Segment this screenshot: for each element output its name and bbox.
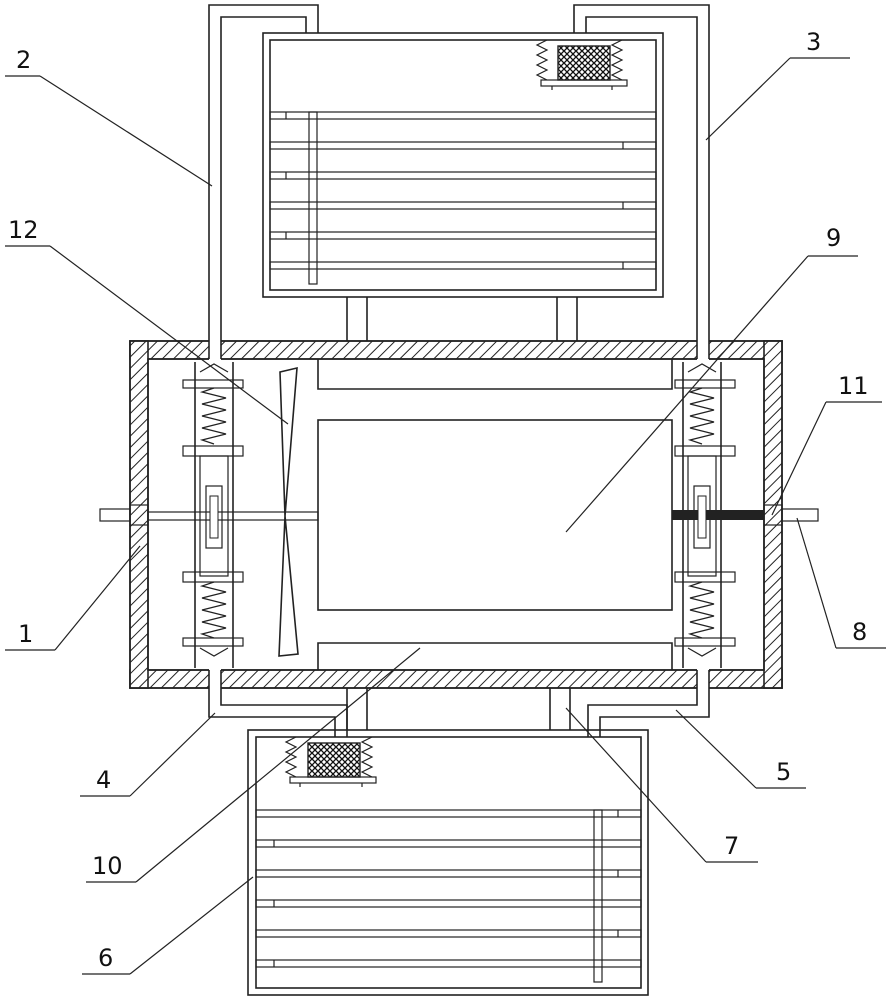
left-spring-assembly	[182, 362, 244, 668]
left-lower-duct	[208, 688, 348, 737]
inner-chamber	[317, 359, 673, 670]
label-11: 11	[838, 372, 869, 400]
upper-filter-box	[262, 32, 664, 341]
label-5: 5	[776, 758, 791, 786]
right-lower-duct	[587, 688, 710, 737]
callout-labels: 2 3 12 9 11 1 8 4 5 10 7 6	[8, 28, 869, 972]
wall-openings	[208, 338, 710, 691]
right-spring-assembly	[674, 362, 736, 668]
label-2: 2	[16, 46, 31, 74]
fan-blade	[278, 366, 299, 657]
right-upper-duct	[573, 4, 710, 341]
leader-lines	[5, 57, 886, 975]
label-6: 6	[98, 944, 113, 972]
label-3: 3	[806, 28, 821, 56]
left-upper-duct	[208, 4, 319, 341]
lower-filter-box	[247, 688, 649, 996]
label-10: 10	[92, 852, 123, 880]
label-9: 9	[826, 224, 841, 252]
label-8: 8	[852, 618, 867, 646]
label-4: 4	[96, 766, 111, 794]
label-1: 1	[18, 620, 33, 648]
label-12: 12	[8, 216, 39, 244]
label-7: 7	[724, 832, 739, 860]
